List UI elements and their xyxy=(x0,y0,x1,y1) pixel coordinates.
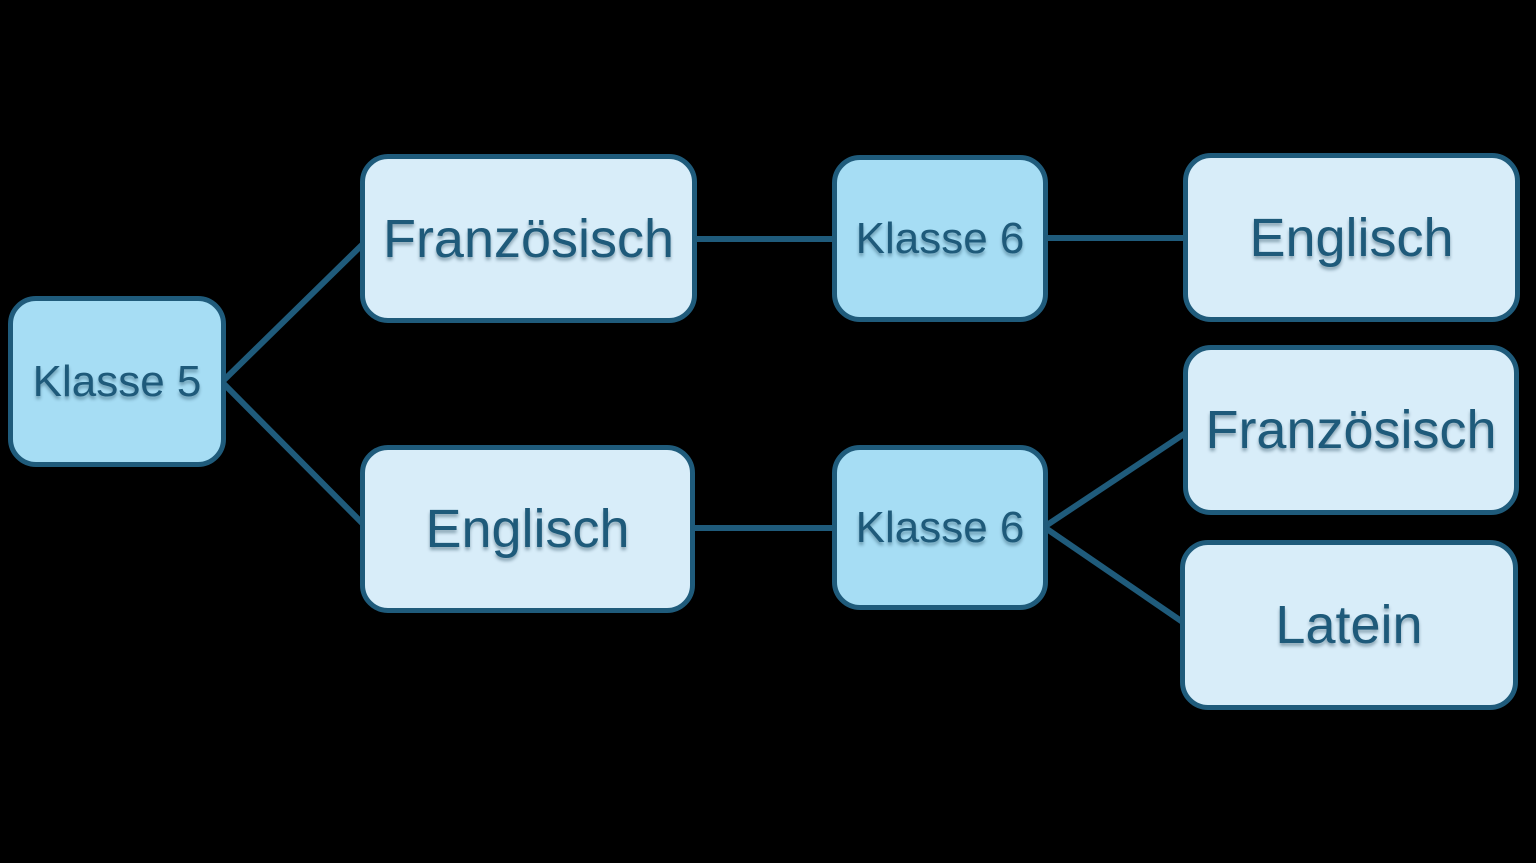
node-label: Klasse 5 xyxy=(32,356,202,406)
node-englisch-klasse6: Englisch xyxy=(1183,153,1520,322)
node-franzoesisch-klasse5: Französisch xyxy=(360,154,697,323)
node-label: Französisch xyxy=(382,208,675,269)
node-label: Englisch xyxy=(1249,207,1454,268)
node-label: Englisch xyxy=(425,499,630,559)
node-label: Klasse 6 xyxy=(855,502,1025,552)
node-klasse-5: Klasse 5 xyxy=(8,296,226,467)
edge-klasse6-franzoesisch xyxy=(1042,427,1192,530)
node-franzoesisch-klasse6: Französisch xyxy=(1183,345,1519,515)
node-latein-klasse6: Latein xyxy=(1180,540,1518,710)
node-klasse-6-top: Klasse 6 xyxy=(832,155,1048,322)
node-label: Französisch xyxy=(1205,400,1497,460)
node-label: Latein xyxy=(1275,595,1423,655)
edge-klasse5-franzoesisch xyxy=(219,236,371,385)
node-label: Klasse 6 xyxy=(855,213,1025,263)
edge-klasse6-latein xyxy=(1042,524,1189,628)
node-englisch-klasse5: Englisch xyxy=(360,445,695,613)
edge-klasse5-englisch xyxy=(219,379,371,532)
node-klasse-6-bottom: Klasse 6 xyxy=(832,445,1048,610)
